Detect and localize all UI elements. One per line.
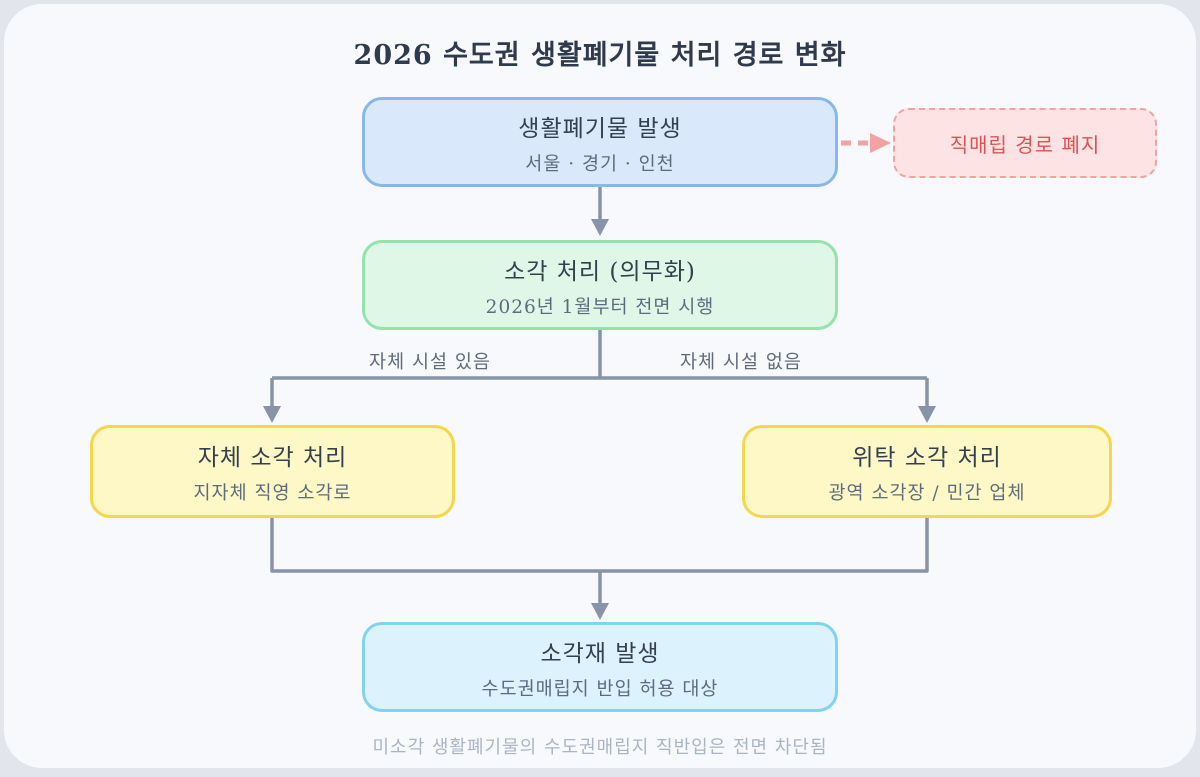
node-self-incineration-subtitle: 지자체 직영 소각로 [193, 483, 352, 504]
node-incineration-mandatory: 소각 처리 (의무화) 2026년 1월부터 전면 시행 [362, 240, 838, 330]
node-consigned-incineration-subtitle: 광역 소각장 / 민간 업체 [828, 483, 1026, 504]
arrowhead-to-self-incineration [263, 406, 281, 423]
node-self-incineration-title: 자체 소각 처리 [197, 445, 348, 471]
edge-label-has-own-facility: 자체 시설 있음 [369, 352, 491, 373]
arrowhead-to-landfill-abolished [870, 133, 891, 153]
node-consigned-incineration: 위탁 소각 처리 광역 소각장 / 민간 업체 [742, 425, 1112, 518]
node-self-incineration: 자체 소각 처리 지자체 직영 소각로 [90, 425, 455, 518]
arrowhead-to-ash [591, 603, 609, 620]
footnote: 미소각 생활폐기물의 수도권매립지 직반입은 전면 차단됨 [372, 737, 828, 758]
page-title: 2026 수도권 생활폐기물 처리 경로 변화 [353, 40, 847, 71]
node-consigned-incineration-title: 위탁 소각 처리 [852, 445, 1002, 471]
node-landfill-route-abolished-title: 직매립 경로 폐지 [949, 132, 1101, 157]
arrowhead-to-consigned-incineration [918, 406, 936, 423]
node-incineration-mandatory-subtitle: 2026년 1월부터 전면 시행 [485, 296, 715, 318]
node-ash-generation-title: 소각재 발생 [540, 640, 660, 667]
node-waste-generation-title: 생활폐기물 발생 [518, 115, 682, 142]
node-ash-generation-subtitle: 수도권매립지 반입 허용 대상 [481, 678, 719, 700]
branch-lines-incineration-split [270, 330, 929, 407]
node-landfill-route-abolished: 직매립 경로 폐지 [893, 108, 1157, 178]
node-ash-generation: 소각재 발생 수도권매립지 반입 허용 대상 [362, 622, 838, 712]
arrowhead-generation-to-incineration [591, 219, 609, 236]
merge-lines-to-ash [270, 518, 929, 604]
node-waste-generation-subtitle: 서울 · 경기 · 인천 [525, 153, 675, 175]
node-waste-generation: 생활폐기물 발생 서울 · 경기 · 인천 [362, 97, 838, 187]
node-incineration-mandatory-title: 소각 처리 (의무화) [504, 258, 696, 285]
edge-label-no-own-facility: 자체 시설 없음 [680, 352, 802, 373]
